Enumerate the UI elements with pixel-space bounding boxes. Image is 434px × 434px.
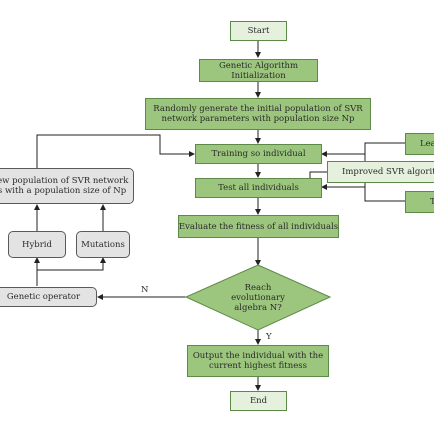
decision-diamond-shape xyxy=(184,264,332,331)
improved-svr-node: Improved SVR algorithm xyxy=(327,161,434,183)
start-label: Start xyxy=(247,26,270,36)
new-population-node: new population of SVR network rs with a … xyxy=(0,168,134,204)
learning-node: Lea xyxy=(405,133,434,155)
output-line-1: Output the individual with the xyxy=(192,351,324,361)
decision-line-1: Reach xyxy=(244,283,272,293)
start-node: Start xyxy=(230,21,287,41)
random-gen-node: Randomly generate the initial population… xyxy=(145,98,371,130)
learning-label: Lea xyxy=(420,139,434,149)
edge-newpop-loop xyxy=(36,134,195,168)
improved-svr-label: Improved SVR algorithm xyxy=(342,167,434,177)
hybrid-label: Hybrid xyxy=(22,239,52,250)
genetic-operator-node: Genetic operator xyxy=(0,287,97,307)
edge-learning-to-training xyxy=(321,142,405,157)
test-all-label: Test all individuals xyxy=(218,183,299,193)
evaluate-node: Evaluate the fitness of all individuals xyxy=(178,215,339,238)
ga-init-node: Genetic Algorithm Initialization xyxy=(199,59,318,82)
decision-line-2: evolutionary xyxy=(231,293,285,303)
edge-label-no: N xyxy=(141,285,149,295)
ga-init-line-1: Genetic Algorithm xyxy=(218,60,299,71)
right-label: T xyxy=(430,197,434,207)
mutations-node: Mutations xyxy=(76,231,130,258)
evaluate-label: Evaluate the fitness of all individuals xyxy=(178,221,339,232)
output-line-2: current highest fitness xyxy=(209,361,307,371)
random-gen-line-1: Randomly generate the initial population… xyxy=(153,104,363,114)
random-gen-line-2: network parameters with population size … xyxy=(161,114,355,124)
edge-right-to-test xyxy=(321,184,405,202)
ga-init-line-2: Initialization xyxy=(231,70,286,81)
training-label: Training so individual xyxy=(211,149,306,159)
right-node: T xyxy=(405,191,434,213)
mutations-label: Mutations xyxy=(81,239,125,250)
genetic-operator-label: Genetic operator xyxy=(6,292,81,302)
decision-text: Reach evolutionary algebra N? xyxy=(212,279,304,317)
decision-line-3: algebra N? xyxy=(234,303,282,313)
end-node: End xyxy=(230,391,287,411)
edge-operator-to-mutations xyxy=(37,257,106,271)
hybrid-node: Hybrid xyxy=(8,231,66,258)
test-all-node: Test all individuals xyxy=(195,178,322,198)
training-node: Training so individual xyxy=(195,144,322,164)
new-population-line-2: rs with a population size of Np xyxy=(0,186,127,196)
output-node: Output the individual with the current h… xyxy=(187,345,329,377)
edge-label-yes: Y xyxy=(266,332,272,342)
new-population-line-1: new population of SVR network xyxy=(0,176,129,186)
end-label: End xyxy=(249,396,268,406)
